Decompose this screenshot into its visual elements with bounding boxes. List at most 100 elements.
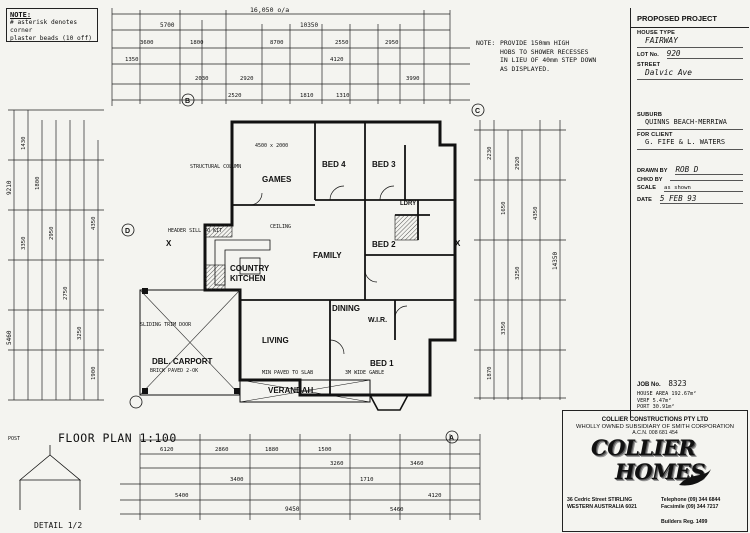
verandah-outline xyxy=(239,379,371,403)
note-structural-column: STRUCTURAL COLUMN xyxy=(190,164,241,170)
date-value: 5 FEB 93 xyxy=(659,194,743,204)
left-dimension-lines xyxy=(8,109,104,401)
dim-label: 1800 xyxy=(190,40,203,46)
logo-word-collier: COLLIER xyxy=(591,435,696,460)
dim-label: 2030 xyxy=(195,76,208,82)
note-brick-paved: BRICK PAVED 2-OK xyxy=(150,368,198,374)
job-number: JOB No. 8323 xyxy=(637,379,687,388)
bottom-dimension-lines xyxy=(120,434,481,520)
house-type-label: HOUSE TYPE xyxy=(637,30,676,36)
dim-label: 2860 xyxy=(215,447,228,453)
top-dimension-lines xyxy=(112,13,470,101)
masonry-hatch xyxy=(204,214,419,291)
dim-label: 1880 xyxy=(265,447,278,453)
company-acn: A.C.N. 008 681 454 xyxy=(632,430,678,436)
kitchen-bench xyxy=(214,239,271,286)
room-laundry: LDRY xyxy=(400,201,416,207)
dim-overall: 16,050 o/a xyxy=(250,6,289,14)
dim-label: 1310 xyxy=(336,93,349,99)
address-line-1: 36 Cedric Street STIRLING xyxy=(567,497,633,503)
telephone: Telephone (09) 344 6844 xyxy=(661,497,721,503)
company-name: COLLIER CONSTRUCTIONS PTY LTD xyxy=(601,417,709,423)
drawn-by-label: DRAWN BY xyxy=(637,168,668,174)
dim-label: 14350 xyxy=(552,252,559,270)
dim-label: 4350 xyxy=(533,207,539,220)
note-line-1: # asterisk denotes corner xyxy=(10,19,78,34)
lot-label: LOT No. xyxy=(637,52,659,58)
note-min-paved: MIN PAVED TO SLAB xyxy=(262,370,313,376)
note-ceiling: CEILING xyxy=(270,224,291,230)
room-labels: GAMES BED 4 BED 3 BED 2 BED 1 FAMILY COU… xyxy=(152,160,416,395)
client-value: G. FIFE & L. WATERS xyxy=(637,138,743,150)
facsimile: Facsimile (09) 344 7217 xyxy=(661,504,719,510)
dim-label: 1500 xyxy=(318,447,331,453)
dim-label: 5700 xyxy=(160,22,175,29)
area-schedule: HOUSE AREA 192.67m² VERF 5.47m² PORT 30.… xyxy=(637,391,742,411)
room-verandah: VERANDAH xyxy=(268,386,314,395)
note-line-2: plaster beads (10 off) xyxy=(10,35,92,42)
marker-x-right: X xyxy=(455,239,461,248)
company-subsidiary: WHOLLY OWNED SUBSIDIARY OF SMITH CORPORA… xyxy=(576,424,734,430)
title-block: PROPOSED PROJECT HOUSE TYPE FAIRWAY LOT … xyxy=(630,8,749,418)
suburb-label: SUBURB xyxy=(637,112,663,118)
street-value: Dalvic Ave xyxy=(637,68,743,80)
section-marker-labels: B C D A X X xyxy=(125,98,480,442)
right-dimension-lines xyxy=(474,120,566,400)
scale-field: SCALE as shown xyxy=(631,184,749,193)
shower-hob-note: NOTE: PROVIDE 150mm HIGH HOBS TO SHOWER … xyxy=(476,39,626,73)
dim-label: 3400 xyxy=(230,477,243,483)
dim-label: 3990 xyxy=(406,76,419,82)
drawn-by-value: ROB D xyxy=(675,165,743,175)
section-markers xyxy=(121,93,485,444)
dim-label: 2950 xyxy=(385,40,398,46)
dim-label: 5460 xyxy=(390,507,403,513)
house-type-field: HOUSE TYPE FAIRWAY xyxy=(631,28,749,48)
checked-by-field: CHKD BY xyxy=(631,176,749,184)
dim-label: 2750 xyxy=(63,287,69,300)
area-verandah: VERF 5.47m² xyxy=(637,397,672,404)
suburb-field: SUBURB QUINNS BEACH-MERRIWA xyxy=(631,110,749,130)
dim-label: 2550 xyxy=(335,40,348,46)
note-text-4: AS DISPLAYED. xyxy=(500,64,551,73)
title-block-heading: PROPOSED PROJECT xyxy=(631,8,749,28)
dim-label: 1350 xyxy=(125,57,138,63)
dim-label: 1650 xyxy=(501,202,507,215)
door-swings xyxy=(249,185,408,355)
left-dimension-labels: 9210 5460 1430 3350 1800 2950 2750 3250 … xyxy=(6,137,97,380)
room-games: GAMES xyxy=(262,175,292,184)
dim-label: 6120 xyxy=(160,447,173,453)
note-header-sill: HEADER SILL TO KIT xyxy=(168,228,222,234)
lot-value: 920 xyxy=(666,49,743,59)
note-sliding-door: SLIDING TRIM DOOR xyxy=(140,322,192,328)
drawn-by-field: DRAWN BY ROB D xyxy=(631,164,749,176)
scale-value: as shown xyxy=(663,185,743,192)
marker-b: B xyxy=(185,98,190,105)
company-block: COLLIER CONSTRUCTIONS PTY LTD WHOLLY OWN… xyxy=(562,410,748,532)
note-label: NOTE: xyxy=(476,39,496,47)
dim-label: 2920 xyxy=(515,157,521,170)
date-field: DATE 5 FEB 93 xyxy=(631,193,749,205)
dim-label: 10350 xyxy=(300,22,318,29)
note-text-3: IN LIEU OF 40mm STEP DOWN xyxy=(500,56,597,65)
dim-label: 3250 xyxy=(515,267,521,280)
scale-label: SCALE xyxy=(637,185,656,191)
room-country: COUNTRY xyxy=(230,264,270,273)
dim-label: 5400 xyxy=(175,493,188,499)
marker-c: C xyxy=(475,108,480,115)
lot-field: LOT No. 920 xyxy=(631,48,749,60)
builders-registration: Builders Reg. 1499 xyxy=(661,519,708,525)
carport-outline xyxy=(139,288,241,396)
company-contact: Telephone (09) 344 6844 Facsimile (09) 3… xyxy=(661,497,747,511)
top-dimension-ticks xyxy=(111,8,451,106)
room-wir: W.I.R. xyxy=(368,317,387,324)
dim-label: 3350 xyxy=(501,322,507,335)
dim-label: 1430 xyxy=(21,137,27,150)
spacer xyxy=(631,80,749,110)
suburb-value: QUINNS BEACH-MERRIWA xyxy=(637,118,743,130)
note-text-1: PROVIDE 150mm HIGH xyxy=(500,39,570,47)
dim-label: 9210 xyxy=(6,180,13,195)
note-heading: NOTE: xyxy=(10,11,32,19)
dim-label: 3260 xyxy=(330,461,343,467)
bottom-dimension-labels: 6120 2860 1880 1500 3260 3460 3400 5400 … xyxy=(160,447,441,513)
